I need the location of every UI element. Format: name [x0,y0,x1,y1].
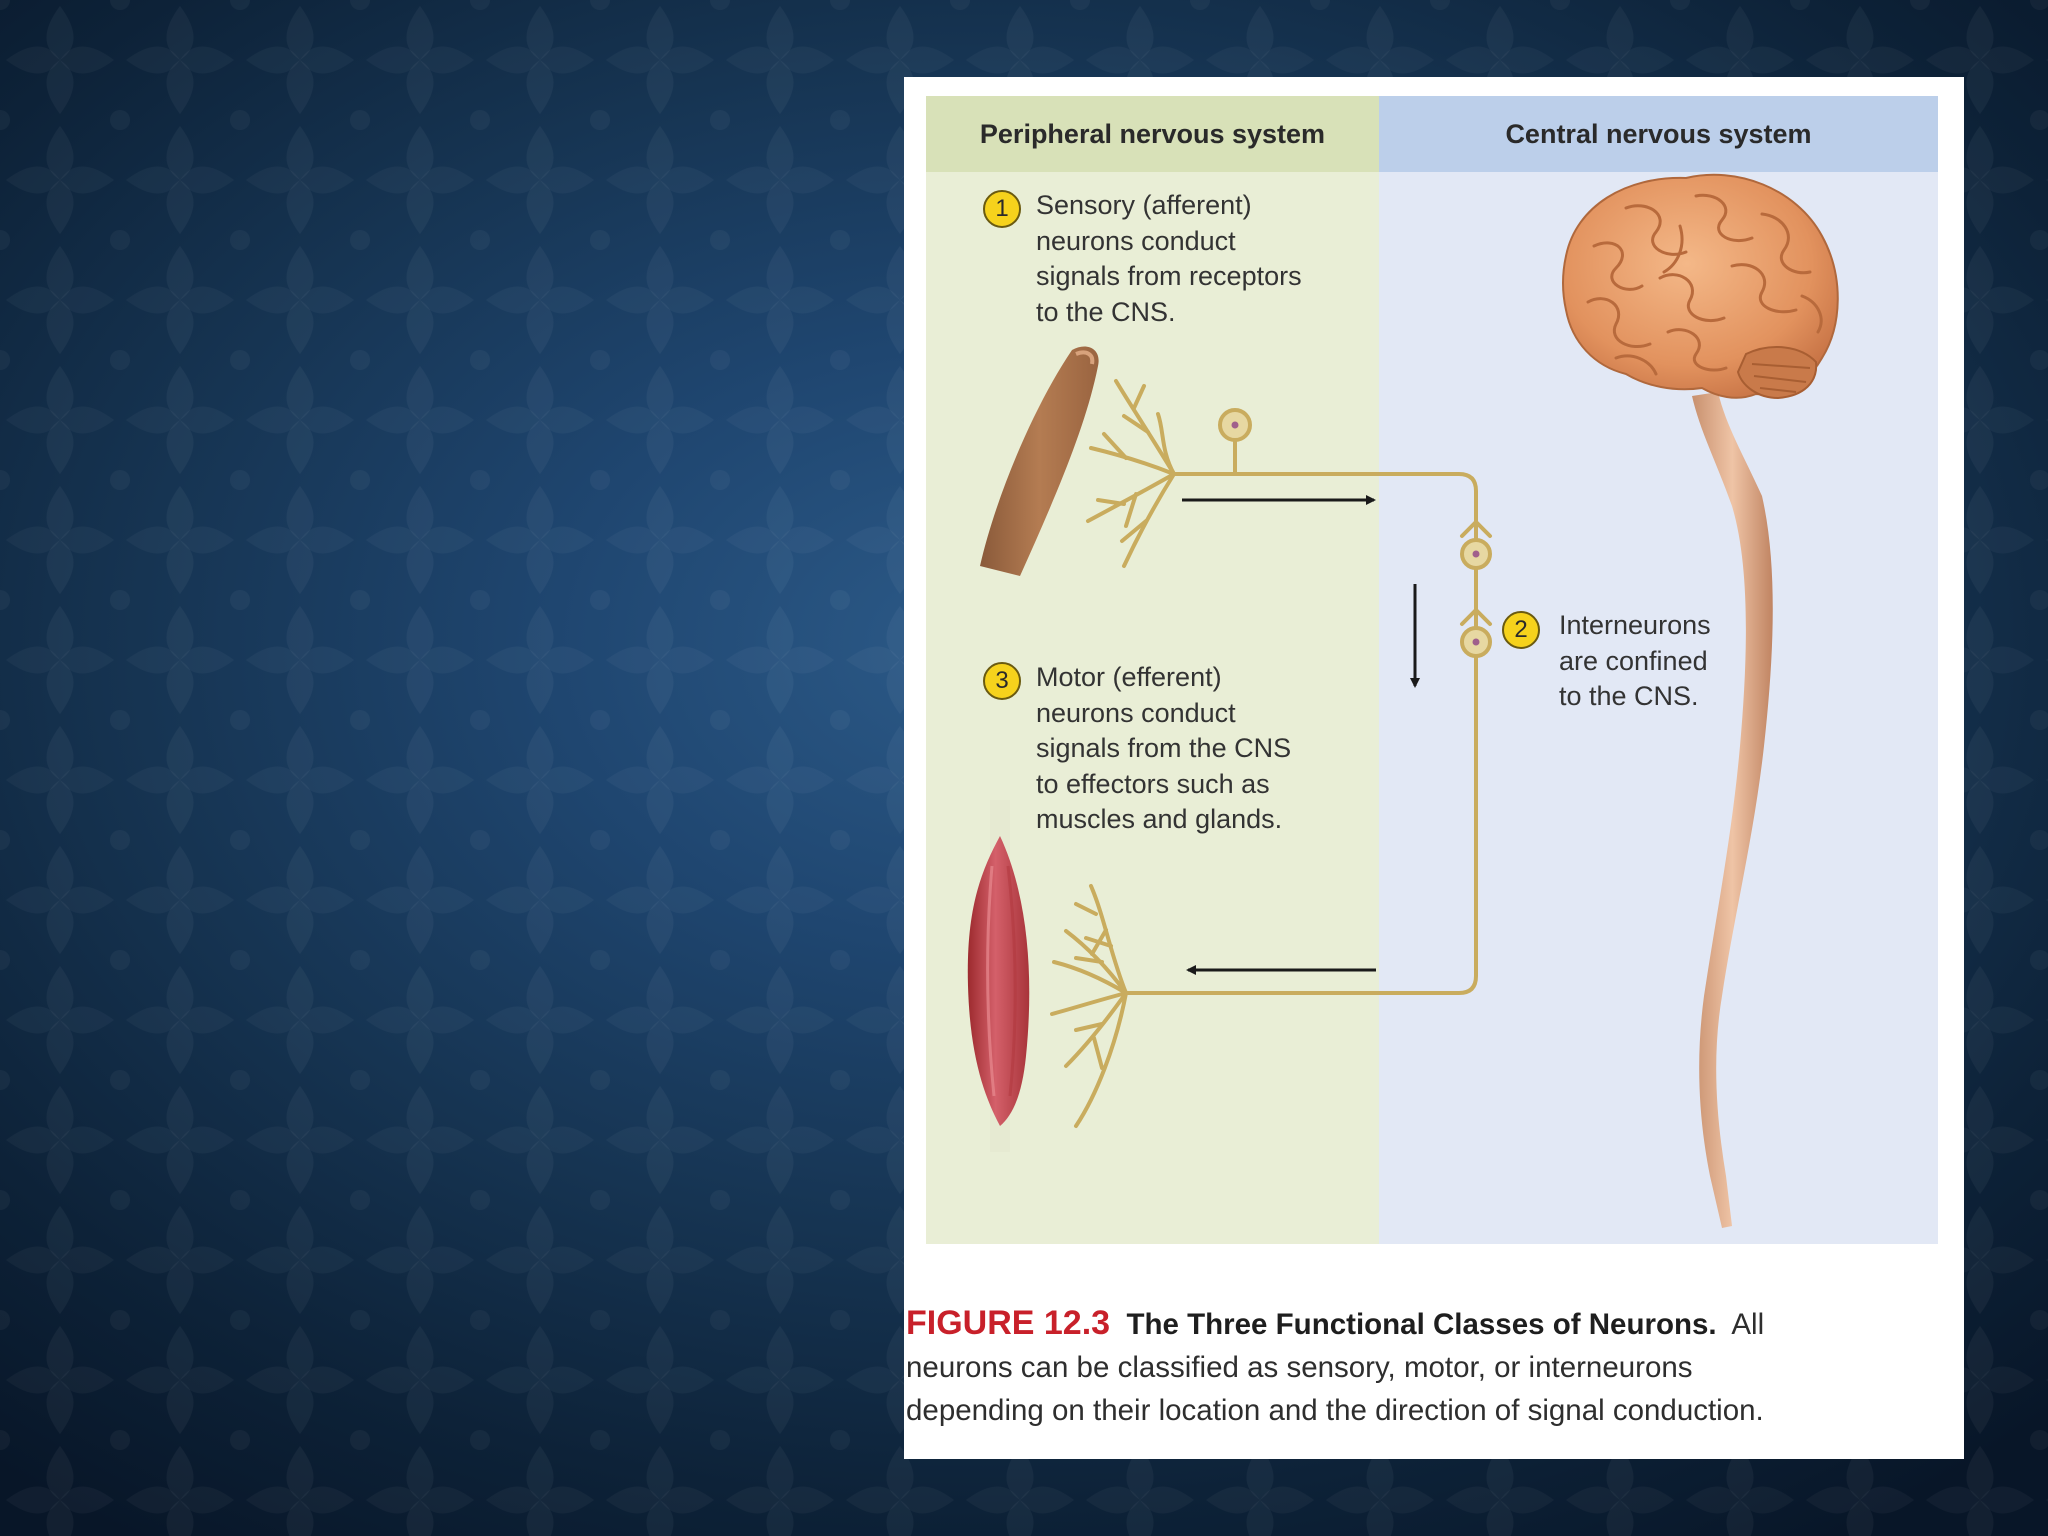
label-1-text: Sensory (afferent) neurons conduct signa… [1036,190,1302,327]
label-2-text: Interneurons are confined to the CNS. [1559,610,1711,711]
label-1-badge: 1 [983,190,1021,228]
caption-line-2: neurons can be classified as sensory, mo… [906,1351,1693,1384]
caption-line-3: depending on their location and the dire… [906,1394,1764,1427]
brain-icon [1562,173,1839,400]
diagram-panel: Peripheral nervous system Central nervou… [926,96,1938,1244]
figure-card: Peripheral nervous system Central nervou… [904,77,1964,1459]
pns-header: Peripheral nervous system [926,96,1379,172]
finger-icon [980,346,1099,576]
label-3-text: Motor (efferent) neurons conduct signals… [1036,662,1292,834]
label-2-badge: 2 [1502,611,1540,649]
figure-caption: FIGURE 12.3 The Three Functional Classes… [906,1302,1960,1432]
figure-number: FIGURE 12.3 [906,1304,1111,1342]
cns-header: Central nervous system [1379,96,1938,172]
label-3-badge: 3 [983,662,1021,700]
figure-title: The Three Functional Classes of Neurons. [1126,1308,1717,1341]
caption-line-1-rest: All [1731,1308,1765,1341]
neuron-diagram [967,173,1839,1228]
muscle-icon [967,800,1030,1152]
spinal-cord-icon [1692,392,1773,1228]
sensory-neuron [1050,379,1478,1128]
interneurons [1460,516,1492,658]
